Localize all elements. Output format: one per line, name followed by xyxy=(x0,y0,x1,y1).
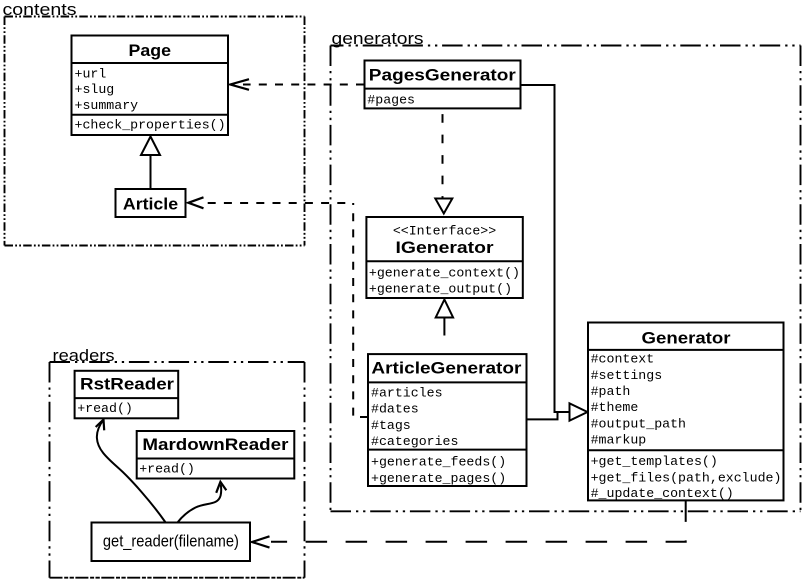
svg-text:#markup: #markup xyxy=(591,433,647,448)
svg-text:+generate_context(): +generate_context() xyxy=(369,265,520,280)
svg-text:+read(): +read() xyxy=(77,401,133,416)
svg-text:contents: contents xyxy=(3,0,77,19)
svg-text:ArticleGenerator: ArticleGenerator xyxy=(371,359,521,378)
svg-text:#_update_context(): #_update_context() xyxy=(591,486,734,501)
svg-text:Article: Article xyxy=(123,195,178,214)
svg-text:#theme: #theme xyxy=(591,400,639,415)
svg-text:+url: +url xyxy=(75,66,107,81)
svg-text:#pages: #pages xyxy=(367,93,415,108)
svg-text:MardownReader: MardownReader xyxy=(142,435,288,454)
svg-text:RstReader: RstReader xyxy=(80,374,174,393)
svg-text:+read(): +read() xyxy=(139,462,195,477)
svg-text:+get_templates(): +get_templates() xyxy=(591,454,718,469)
svg-text:+slug: +slug xyxy=(75,82,115,97)
svg-text:#dates: #dates xyxy=(371,402,419,417)
svg-text:+generate_pages(): +generate_pages() xyxy=(371,471,506,486)
svg-text:+check_properties(): +check_properties() xyxy=(75,117,226,132)
svg-text:+get_files(path,exclude): +get_files(path,exclude) xyxy=(591,470,782,485)
svg-text:#output_path: #output_path xyxy=(591,416,686,431)
svg-text:get_reader(filename): get_reader(filename) xyxy=(103,531,239,550)
svg-text:Page: Page xyxy=(129,41,172,60)
svg-text:PagesGenerator: PagesGenerator xyxy=(369,65,516,84)
svg-text:#settings: #settings xyxy=(591,368,663,383)
svg-text:#tags: #tags xyxy=(371,418,411,433)
svg-text:IGenerator: IGenerator xyxy=(396,238,494,257)
svg-text:Generator: Generator xyxy=(642,328,731,347)
svg-text:#articles: #articles xyxy=(371,386,443,401)
svg-text:<<Interface>>: <<Interface>> xyxy=(393,223,496,238)
svg-text:#path: #path xyxy=(591,384,631,399)
svg-text:+generate_output(): +generate_output() xyxy=(369,282,512,297)
svg-text:#context: #context xyxy=(591,352,655,367)
svg-text:+generate_feeds(): +generate_feeds() xyxy=(371,455,506,470)
svg-text:generators: generators xyxy=(332,29,424,48)
svg-text:#categories: #categories xyxy=(371,434,458,449)
svg-text:+summary: +summary xyxy=(75,98,139,113)
svg-text:readers: readers xyxy=(53,346,115,365)
